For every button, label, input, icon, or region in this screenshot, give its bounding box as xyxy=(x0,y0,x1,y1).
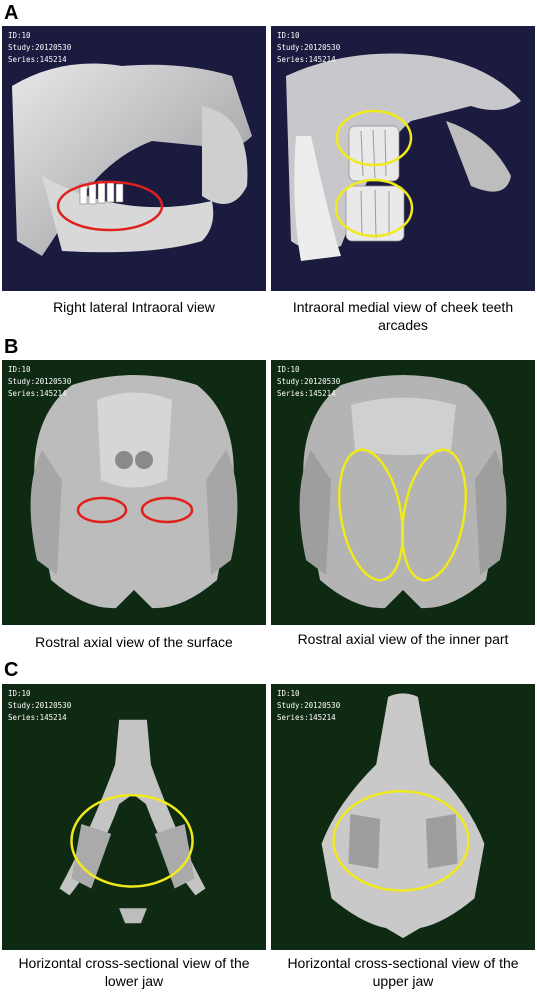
ct-panel-rostral-axial-inner: ID:10 Study:20120530 Series:145214 xyxy=(271,360,535,625)
caption-lower-jaw: Horizontal cross-sectional view of the l… xyxy=(18,955,250,989)
caption-right-lateral-intraoral: Right lateral Intraoral view xyxy=(53,299,215,315)
ct-panel-upper-jaw: ID:10 Study:20120530 Series:145214 xyxy=(271,684,535,950)
scan-id-label: ID:10 xyxy=(8,689,31,698)
scan-metadata: ID:10 Study:20120530 Series:145214 xyxy=(8,30,71,66)
scan-id-label: ID:10 xyxy=(277,689,300,698)
scan-study-label: Study:20120530 xyxy=(277,377,341,386)
scan-series-label: Series:145214 xyxy=(277,55,336,64)
scan-study-label: Study:20120530 xyxy=(8,43,72,52)
scan-id-label: ID:10 xyxy=(277,31,300,40)
skull-rostral-inner-render xyxy=(299,375,507,609)
scan-metadata: ID:10 Study:20120530 Series:145214 xyxy=(277,688,340,724)
scan-series-label: Series:145214 xyxy=(8,713,67,722)
scan-metadata: ID:10 Study:20120530 Series:145214 xyxy=(8,364,71,400)
yellow-ellipse-right xyxy=(401,448,467,582)
scan-id-label: ID:10 xyxy=(8,31,31,40)
skull-medial-render xyxy=(286,53,521,261)
ct-panel-intraoral-medial-cheek-teeth: ID:10 Study:20120530 Series:145214 xyxy=(271,26,535,291)
mandible-horizontal-render xyxy=(59,719,206,924)
yellow-ellipse-upper-arcade xyxy=(335,109,413,167)
yellow-ellipse-lower-arcade xyxy=(334,178,414,238)
ct-panel-rostral-axial-surface: ID:10 Study:20120530 Series:145214 xyxy=(2,360,266,625)
scan-metadata: ID:10 Study:20120530 Series:145214 xyxy=(277,30,340,66)
ct-panel-right-lateral-intraoral: ID:10 Study:20120530 Series:145214 xyxy=(2,26,266,291)
section-label-a: A xyxy=(4,2,19,24)
section-label-c: C xyxy=(4,659,19,681)
scan-metadata: ID:10 Study:20120530 Series:145214 xyxy=(8,688,71,724)
scan-id-label: ID:10 xyxy=(8,365,31,374)
caption-upper-jaw: Horizontal cross-sectional view of the u… xyxy=(287,955,519,989)
yellow-ellipse-lower-arcades xyxy=(70,793,194,888)
scan-study-label: Study:20120530 xyxy=(277,701,341,710)
scan-series-label: Series:145214 xyxy=(8,55,67,64)
scan-study-label: Study:20120530 xyxy=(277,43,341,52)
red-ellipse-left xyxy=(76,496,128,524)
yellow-ellipse-left xyxy=(338,448,404,582)
skull-rostral-surface-render xyxy=(30,375,238,609)
scan-study-label: Study:20120530 xyxy=(8,701,72,710)
ct-panel-lower-jaw: ID:10 Study:20120530 Series:145214 xyxy=(2,684,266,950)
section-label-b: B xyxy=(4,336,19,358)
yellow-ellipse-upper-arcades xyxy=(332,789,470,892)
scan-series-label: Series:145214 xyxy=(277,389,336,398)
scan-series-label: Series:145214 xyxy=(277,713,336,722)
scan-series-label: Series:145214 xyxy=(8,389,67,398)
maxilla-horizontal-render xyxy=(321,693,485,939)
caption-rostral-axial-surface: Rostral axial view of the surface xyxy=(35,634,233,650)
red-ellipse-highlight xyxy=(56,180,164,232)
scan-id-label: ID:10 xyxy=(277,365,300,374)
red-ellipse-right xyxy=(140,496,194,524)
caption-intraoral-medial-cheek-teeth: Intraoral medial view of cheek teeth arc… xyxy=(292,299,514,333)
skull-lateral-render xyxy=(12,63,252,256)
scan-study-label: Study:20120530 xyxy=(8,377,72,386)
scan-metadata: ID:10 Study:20120530 Series:145214 xyxy=(277,364,340,400)
caption-rostral-axial-inner: Rostral axial view of the inner part xyxy=(297,631,509,647)
